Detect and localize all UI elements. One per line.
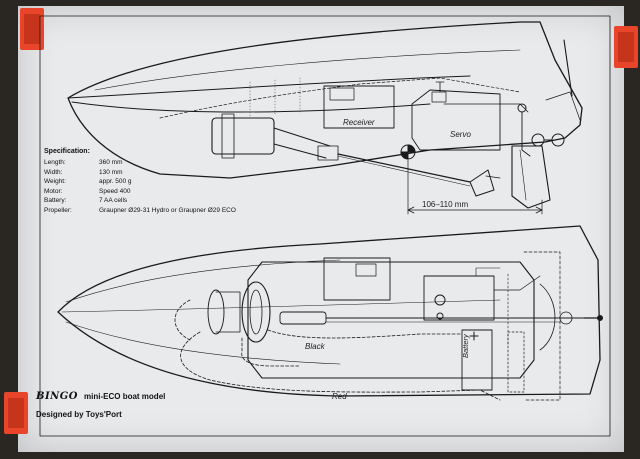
top-view-cockpit	[247, 257, 535, 379]
footer: BINGO mini-ECO boat model Designed by Toy…	[36, 386, 165, 419]
model-title: mini-ECO boat model	[84, 392, 166, 401]
drawing-frame	[39, 15, 611, 437]
clip-top-right	[614, 26, 638, 68]
spec-label: Battery:	[44, 197, 67, 204]
spec-label: Propeller:	[44, 206, 72, 214]
wire-red	[174, 299, 501, 401]
spec-label: Length:	[44, 159, 66, 166]
spec-value: Speed 400	[99, 187, 131, 195]
top-view-motor	[207, 281, 601, 343]
side-view-motor-shaft	[211, 113, 501, 197]
top-view-battery	[461, 329, 525, 393]
side-view-servo	[411, 39, 581, 157]
spec-value: 7 AA cells	[99, 197, 128, 204]
cg-marker-icon	[400, 144, 416, 160]
servo-label: Servo	[450, 130, 471, 139]
red-wire-label: Red	[332, 392, 347, 401]
black-wire-label: Black	[305, 342, 325, 351]
battery-label: Battery	[461, 334, 470, 358]
spec-row: Battery: 7 AA cells	[44, 196, 236, 206]
spec-row: Weight: appr. 500 g	[44, 177, 236, 187]
spec-value: appr. 500 g	[99, 178, 132, 185]
receiver-label: Receiver	[343, 118, 375, 127]
spec-label: Motor:	[44, 187, 63, 195]
clip-bottom-left	[4, 392, 28, 434]
designer-credit: Designed by Toys'Port	[36, 410, 122, 419]
spec-row: Propeller: Graupner Ø29-31 Hydro or Grau…	[44, 206, 236, 216]
spec-row: Length: 360 mm	[44, 158, 236, 168]
spec-title: Specification:	[44, 148, 90, 155]
spec-row: Width: 130 mm	[44, 168, 236, 178]
dimension-label: 106–110 mm	[422, 200, 469, 209]
wire-black	[241, 329, 463, 367]
side-view-hull	[67, 21, 583, 179]
top-view-servo	[423, 251, 603, 401]
spec-label: Width:	[44, 168, 63, 176]
spec-row: Motor: Speed 400	[44, 187, 236, 197]
side-view-rudder	[511, 145, 551, 209]
spec-value: Graupner Ø29-31 Hydro or Graupner Ø29 EC…	[99, 206, 236, 214]
spec-label: Weight:	[44, 178, 66, 185]
top-view-hull	[57, 225, 601, 397]
brand-logo: BINGO	[36, 391, 79, 402]
spec-value: 360 mm	[99, 159, 123, 166]
dimension-line	[407, 159, 543, 215]
specification-block: Specification: Length: 360 mm Width: 130…	[44, 148, 236, 215]
side-view-receiver	[323, 85, 395, 129]
spec-value: 130 mm	[99, 168, 123, 176]
